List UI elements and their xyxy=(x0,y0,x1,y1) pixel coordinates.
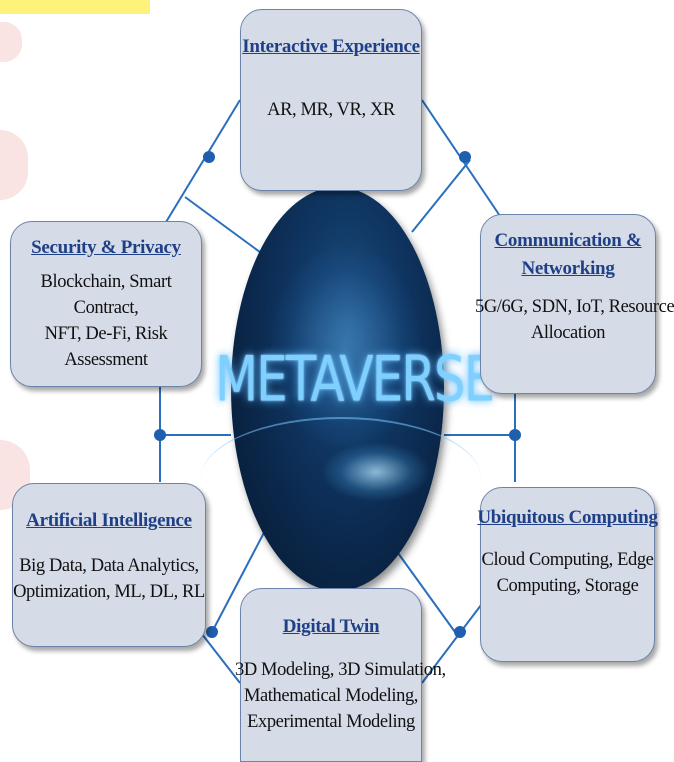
node-desc: Big Data, Data Analytics, xyxy=(19,556,199,576)
globe-arc xyxy=(201,417,481,539)
node-desc: Mathematical Modeling, xyxy=(243,686,419,706)
node-ubiquitous-computing: Ubiquitous Computing Cloud Computing, Ed… xyxy=(477,487,658,662)
node-desc: Optimization, ML, DL, RL xyxy=(13,582,205,602)
watermark-yellow xyxy=(0,0,150,14)
node-title: Artificial Intelligence xyxy=(26,510,192,531)
node-title: Interactive Experience xyxy=(242,36,420,57)
node-title: Ubiquitous Computing xyxy=(477,507,658,528)
globe-flare xyxy=(321,442,431,502)
node-title: Security & Privacy xyxy=(31,237,181,258)
node-digital-twin: Digital Twin 3D Modeling, 3D Simulation,… xyxy=(235,588,446,762)
connector-node xyxy=(203,151,215,163)
node-desc: Computing, Storage xyxy=(496,576,639,596)
node-security-privacy: Security & Privacy Blockchain, Smart Con… xyxy=(10,221,202,387)
connector-node xyxy=(154,429,166,441)
connector-node xyxy=(454,626,466,638)
node-title: Networking xyxy=(521,258,615,279)
center-label: METAVERSE xyxy=(215,342,495,416)
node-title: Communication & xyxy=(494,230,642,251)
connector-node xyxy=(509,429,521,441)
globe-glow xyxy=(271,247,421,447)
node-desc: Assessment xyxy=(64,350,148,370)
node-desc: NFT, De-Fi, Risk xyxy=(44,324,168,344)
node-desc: Experimental Modeling xyxy=(247,712,415,732)
watermark-shape xyxy=(0,22,22,62)
metaverse-globe xyxy=(201,187,481,591)
node-desc: Allocation xyxy=(530,323,606,343)
node-desc: Cloud Computing, Edge xyxy=(481,550,654,570)
node-desc: 5G/6G, SDN, IoT, Resource xyxy=(475,297,674,317)
node-desc: 3D Modeling, 3D Simulation, xyxy=(235,660,446,680)
node-interactive-experience: Interactive Experience AR, MR, VR, XR xyxy=(240,9,422,191)
node-communication-networking: Communication & Networking 5G/6G, SDN, I… xyxy=(475,214,674,394)
connector-node xyxy=(206,626,218,638)
node-artificial-intelligence: Artificial Intelligence Big Data, Data A… xyxy=(12,483,206,647)
node-desc: AR, MR, VR, XR xyxy=(267,100,395,120)
node-title: Digital Twin xyxy=(282,616,380,637)
connector-node xyxy=(459,151,471,163)
node-desc: Blockchain, Smart Contract, xyxy=(40,272,172,318)
